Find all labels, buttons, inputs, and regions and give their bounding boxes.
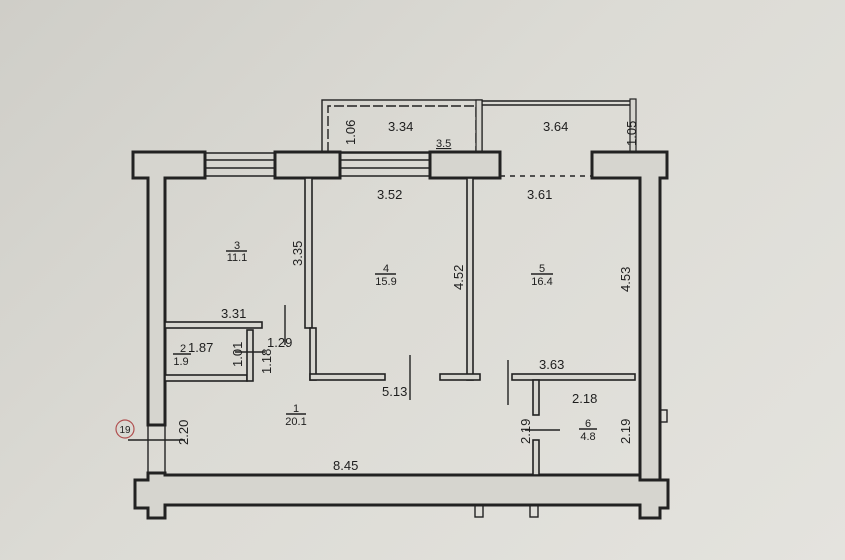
room-area: 4.8 <box>580 431 595 443</box>
dim-room4-depth: 4.52 <box>451 265 466 290</box>
dim-corridor-width: 5.13 <box>382 384 407 399</box>
dim-hall-length: 8.45 <box>333 458 358 473</box>
dim-room2-width: 1.87 <box>188 340 213 355</box>
dim-balcony1-width: 3.34 <box>388 119 413 134</box>
dim-room6-door-side: 2.19 <box>518 419 533 444</box>
dim-room6-top: 3.63 <box>539 357 564 372</box>
room-number: 5 <box>539 263 545 275</box>
dimension-labels: 3.34 1.06 3.5 3.64 1.05 3.52 3.61 3.35 4… <box>176 119 639 473</box>
room-4: 4 15.9 <box>375 263 397 288</box>
balcony-right <box>482 98 637 153</box>
room-area: 11.1 <box>227 252 248 264</box>
dim-entry-width: 2.20 <box>176 420 191 445</box>
dim-room2-depth: 1.01 <box>230 342 245 367</box>
dim-balcony1-window: 3.5 <box>436 138 451 150</box>
room-labels: 1 20.1 2 1.9 3 11.1 4 15.9 5 16.4 6 4.8 <box>173 240 597 443</box>
room-number: 2 <box>180 343 186 355</box>
room-area: 1.9 <box>173 356 188 368</box>
dim-room5-width: 3.61 <box>527 187 552 202</box>
exterior-walls <box>131 150 670 520</box>
window <box>205 152 592 177</box>
room-number: 4 <box>383 263 389 275</box>
dim-passage-depth: 1.18 <box>259 349 274 374</box>
dim-room3-depth: 3.35 <box>290 241 305 266</box>
room-number: 1 <box>293 403 299 415</box>
dim-room6-width: 2.18 <box>572 391 597 406</box>
dim-room5-depth: 4.53 <box>618 267 633 292</box>
room-1: 1 20.1 <box>285 403 306 428</box>
axis-marker-label: 19 <box>119 425 131 436</box>
room-area: 20.1 <box>285 416 306 428</box>
dim-room6-depth: 2.19 <box>618 419 633 444</box>
dim-room3-width: 3.31 <box>221 306 246 321</box>
interior-walls <box>128 177 636 476</box>
room-number: 3 <box>234 240 240 252</box>
balcony-left <box>321 99 483 153</box>
room-number: 6 <box>585 418 591 430</box>
room-5: 5 16.4 <box>531 263 553 288</box>
axis-marker: 19 <box>115 419 135 439</box>
dim-balcony2-width: 3.64 <box>543 119 568 134</box>
dim-room4-width: 3.52 <box>377 187 402 202</box>
room-6: 6 4.8 <box>579 418 597 443</box>
room-3: 3 11.1 <box>226 240 247 264</box>
room-area: 16.4 <box>531 276 552 288</box>
dim-passage-width: 1.29 <box>267 335 292 350</box>
room-area: 15.9 <box>375 276 396 288</box>
room-2: 2 1.9 <box>173 343 191 368</box>
dim-balcony2-depth: 1.05 <box>624 121 639 146</box>
dim-balcony1-depth: 1.06 <box>343 120 358 145</box>
